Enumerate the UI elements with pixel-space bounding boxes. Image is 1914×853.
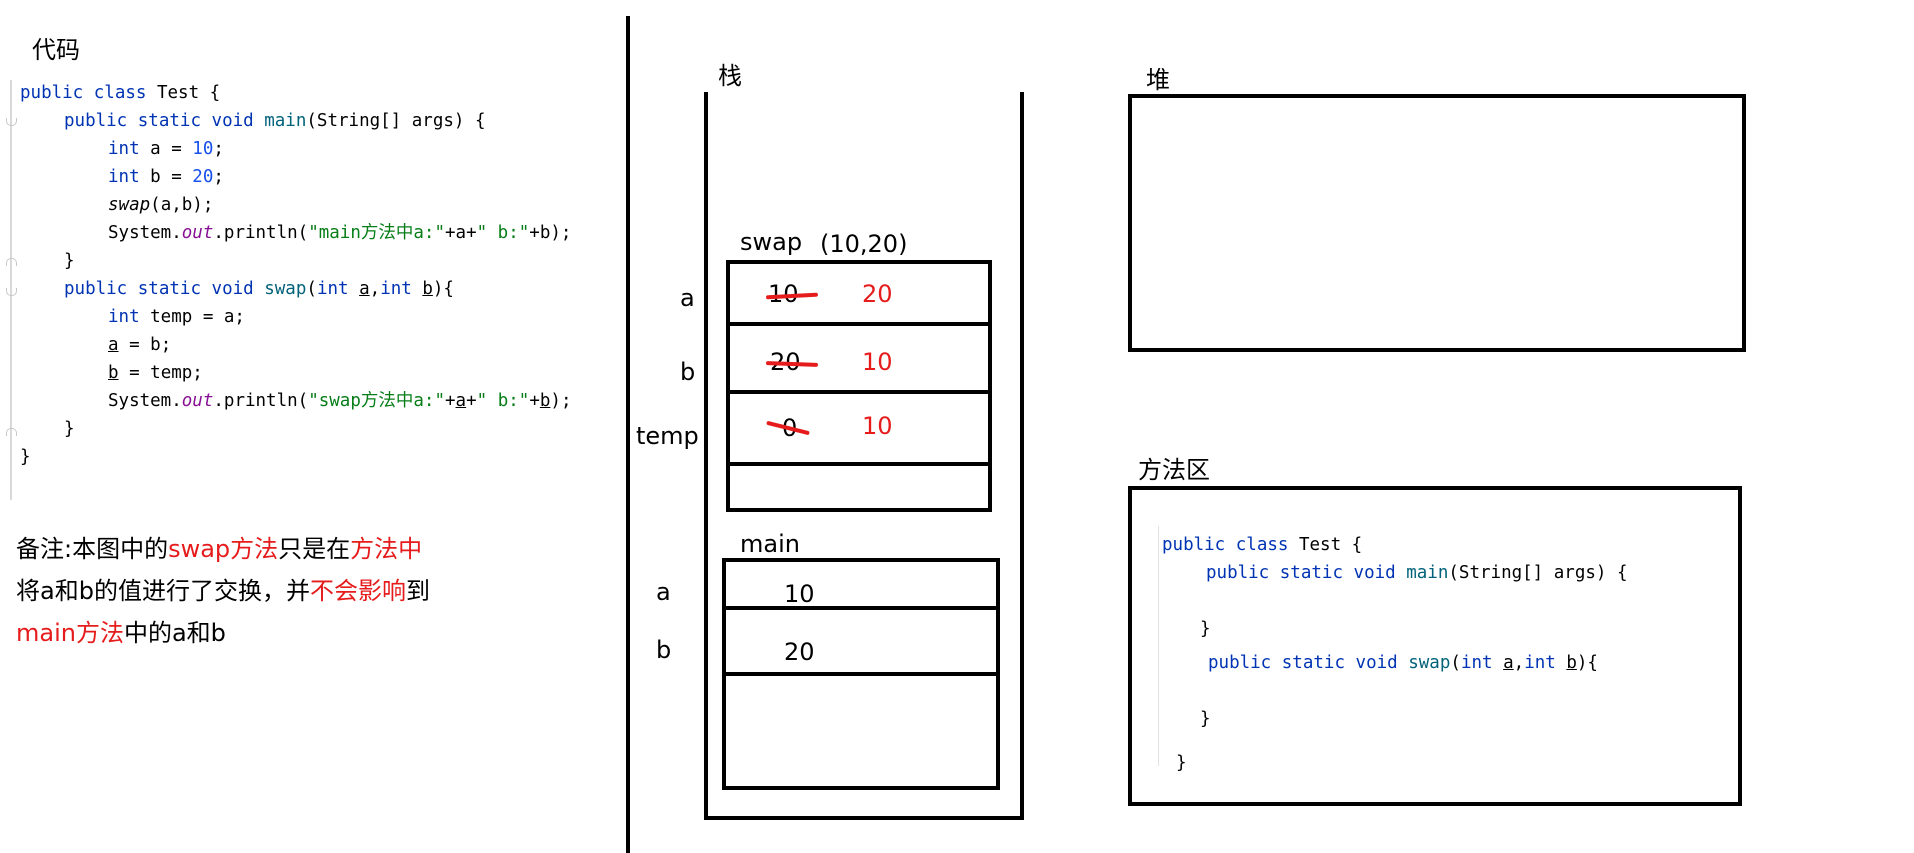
code-line: public static void swap(int a,int b){	[1208, 653, 1598, 673]
code-panel-title: 代码	[32, 36, 80, 64]
swap-var-b: b	[680, 358, 696, 386]
heap-box	[1128, 94, 1746, 352]
swap-temp-new-value: 10	[862, 412, 893, 440]
code-line: public static void main(String[] args) {	[64, 111, 486, 131]
swap-row-temp	[730, 394, 988, 466]
code-line: public static void main(String[] args) {	[1206, 563, 1628, 583]
fold-icon	[6, 258, 17, 266]
stack-title: 栈	[718, 62, 742, 90]
swap-b-new-value: 10	[862, 348, 893, 376]
swap-row-a	[730, 264, 988, 326]
method-area-box	[1128, 486, 1742, 806]
code-line: }	[1200, 709, 1211, 729]
code-line: }	[64, 251, 75, 271]
code-line: }	[1176, 753, 1187, 773]
main-row-b	[726, 610, 996, 676]
code-line: swap(a,b);	[108, 195, 214, 215]
swap-frame: 10 20 20 10 0 10	[726, 260, 992, 512]
fold-icon	[6, 288, 17, 296]
main-var-b: b	[656, 636, 672, 664]
code-block: public class Test { public static void m…	[20, 82, 620, 482]
swap-row-b	[730, 326, 988, 394]
code-line: int a = 10;	[108, 139, 224, 159]
method-area-title: 方法区	[1138, 456, 1210, 484]
note-line: 备注:本图中的swap方法只是在方法中	[16, 535, 423, 563]
code-line: a = b;	[108, 335, 172, 355]
code-line: public class Test {	[1162, 535, 1363, 555]
note-line: 将a和b的值进行了交换，并不会影响到	[16, 577, 430, 605]
code-line: }	[20, 447, 31, 467]
note-line: main方法中的a和b	[16, 619, 226, 647]
code-line: public class Test {	[20, 83, 221, 103]
note-text: 备注:本图中的swap方法只是在方法中 将a和b的值进行了交换，并不会影响到 m…	[16, 528, 616, 654]
method-area-code: public class Test { public static void m…	[1162, 534, 1722, 784]
main-row-a	[726, 562, 996, 610]
code-line: int b = 20;	[108, 167, 224, 187]
swap-a-new-value: 20	[862, 280, 893, 308]
code-line: int temp = a;	[108, 307, 245, 327]
code-gutter	[10, 80, 12, 500]
fold-icon	[6, 118, 17, 126]
stack-container	[704, 92, 1024, 820]
main-frame: 10 20	[722, 558, 1000, 790]
method-area-gutter	[1158, 526, 1159, 766]
code-line: System.out.println("main方法中a:"+a+" b:"+b…	[108, 223, 572, 243]
main-var-a: a	[656, 578, 671, 606]
code-line: }	[1200, 619, 1211, 639]
code-line: }	[64, 419, 75, 439]
main-frame-name: main	[740, 530, 800, 558]
heap-title: 堆	[1146, 66, 1170, 94]
fold-icon	[6, 428, 17, 436]
panel-divider	[626, 16, 630, 853]
main-a-value: 10	[784, 580, 815, 608]
swap-frame-args: (10,20)	[820, 230, 908, 258]
code-line: b = temp;	[108, 363, 203, 383]
code-line: System.out.println("swap方法中a:"+a+" b:"+b…	[108, 391, 572, 411]
swap-frame-name: swap	[740, 228, 803, 256]
swap-var-temp: temp	[636, 422, 699, 450]
main-b-value: 20	[784, 638, 815, 666]
swap-var-a: a	[680, 284, 695, 312]
code-line: public static void swap(int a,int b){	[64, 279, 454, 299]
